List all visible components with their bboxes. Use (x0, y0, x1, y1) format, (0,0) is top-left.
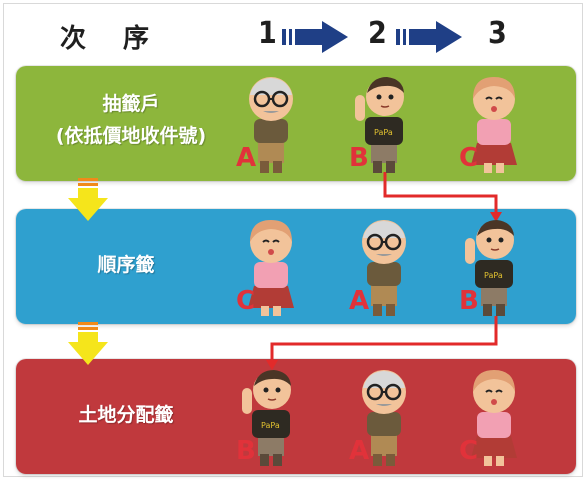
svg-text:PaPa: PaPa (261, 421, 280, 430)
figure-letter: B (349, 143, 369, 173)
figure-a: A (349, 212, 419, 322)
figure-letter: C (459, 436, 479, 466)
row-label-line: 抽籤戶 (102, 93, 160, 115)
diagram-frame: 次 序 1 2 3 抽籤戶 (依抵價地收件號) 順序籤 土地分配籤 (3, 3, 583, 477)
figure-letter: A (236, 143, 257, 173)
figure-letter: B (459, 286, 479, 316)
sequence-number-3: 3 (488, 16, 507, 51)
right-arrow-icon (282, 21, 348, 53)
figure-letter: C (236, 286, 256, 316)
figure-letter: A (349, 286, 370, 316)
figure-letter: C (459, 143, 479, 173)
sequence-number-2: 2 (368, 16, 387, 51)
figure-c: C (459, 69, 529, 179)
row-label-line: 順序籤 (97, 254, 155, 276)
figure-letter: B (236, 436, 256, 466)
row-label-line: 土地分配籤 (78, 404, 174, 426)
figure-letter: A (349, 436, 370, 466)
b-move-connector (266, 172, 502, 370)
figure-c: C (459, 362, 529, 472)
down-arrow-icon (68, 178, 108, 221)
figure-a: A (349, 362, 419, 472)
svg-text:PaPa: PaPa (484, 271, 503, 280)
order-title: 次 序 (60, 24, 164, 54)
sequence-number-1: 1 (258, 16, 277, 51)
svg-text:PaPa: PaPa (374, 128, 393, 137)
down-arrow-icon (68, 322, 108, 365)
figure-c: C (236, 212, 306, 322)
row-label-line: (依抵價地收件號) (55, 125, 207, 147)
right-arrow-icon (396, 21, 462, 53)
figure-a: A (236, 69, 306, 179)
